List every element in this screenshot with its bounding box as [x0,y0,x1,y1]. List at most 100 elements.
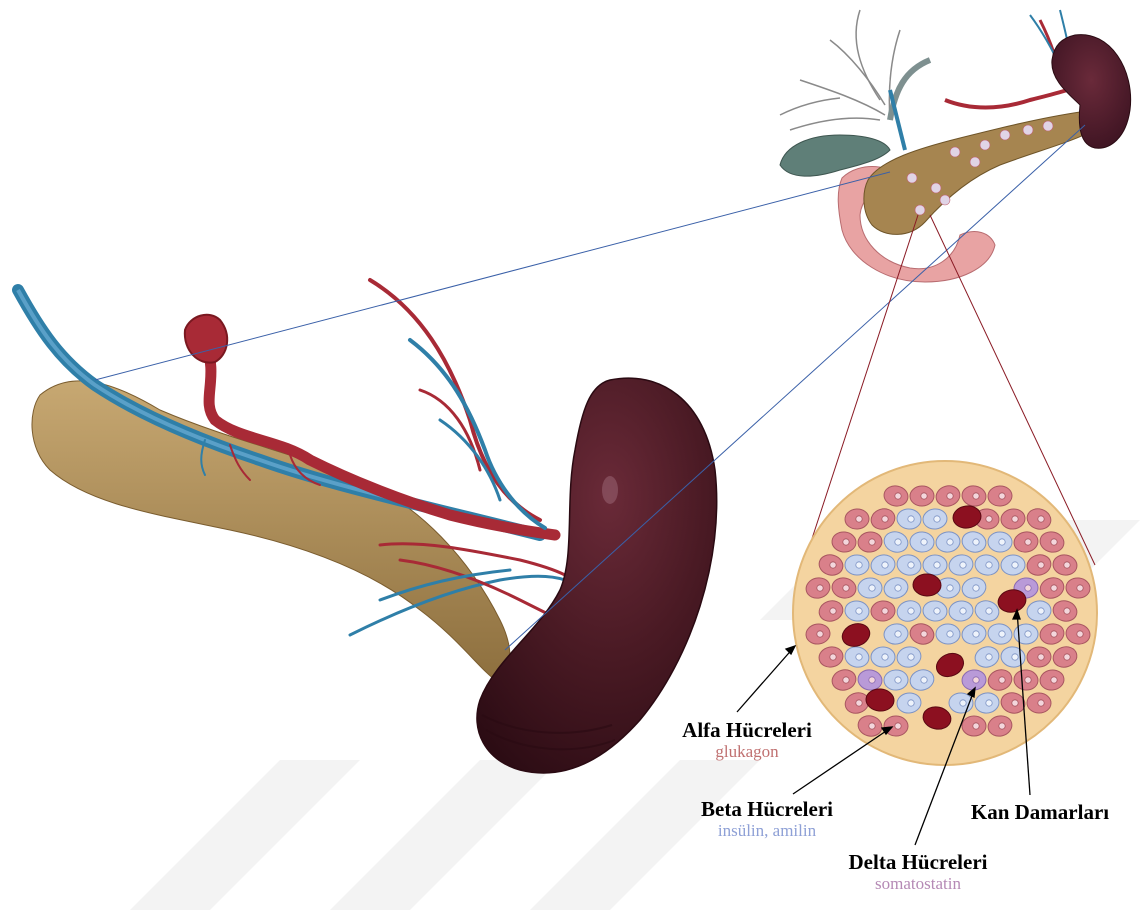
beta-cell-nucleus [882,562,888,568]
beta-cell-nucleus [973,631,979,637]
alpha-cell-nucleus [830,608,836,614]
beta-cell-nucleus [895,585,901,591]
beta-cell-nucleus [908,608,914,614]
alpha-cell-nucleus [999,723,1005,729]
blood-vessels-title: Kan Damarları [940,800,1140,824]
delta-cells-label: Delta Hücreleri somatostatin [823,850,1013,894]
beta-cell-nucleus [856,654,862,660]
pancreas-tail [32,381,510,682]
beta-cell-nucleus [999,631,1005,637]
delta-cell-nucleus [973,677,979,683]
spleen [477,378,717,773]
alpha-cell-nucleus [882,608,888,614]
alpha-cell-nucleus [895,493,901,499]
beta-cell-nucleus [1038,608,1044,614]
alpha-cells-label: Alfa Hücreleri glukagon [652,718,842,762]
beta-cell-nucleus [895,677,901,683]
delta-cells-title: Delta Hücreleri [823,850,1013,874]
alpha-cell-nucleus [1077,585,1083,591]
alpha-cell-nucleus [973,723,979,729]
alpha-cell-nucleus [1012,516,1018,522]
beta-cell-nucleus [934,562,940,568]
alpha-cell-nucleus [856,700,862,706]
beta-cell-nucleus [986,562,992,568]
beta-cell-nucleus [1012,654,1018,660]
beta-hormone: insülin, amilin [672,821,862,841]
beta-cell-nucleus [908,516,914,522]
beta-cell-nucleus [999,539,1005,545]
beta-cell-nucleus [986,700,992,706]
alpha-cell-nucleus [986,516,992,522]
beta-cell-nucleus [1025,631,1031,637]
alpha-cell-nucleus [1012,700,1018,706]
delta-hormone: somatostatin [823,874,1013,894]
beta-cell-nucleus [986,608,992,614]
alpha-cell-nucleus [856,516,862,522]
alpha-cell-nucleus [817,631,823,637]
beta-cell-nucleus [869,585,875,591]
beta-cell-nucleus [934,516,940,522]
alpha-cell-nucleus [973,493,979,499]
alpha-cell-nucleus [999,677,1005,683]
alpha-cell-nucleus [1064,562,1070,568]
alpha-cell-nucleus [869,539,875,545]
blood-vessels-label: Kan Damarları [940,800,1140,824]
beta-cell-nucleus [947,539,953,545]
beta-cell-nucleus [856,562,862,568]
beta-cell-nucleus [960,608,966,614]
alpha-hormone: glukagon [652,742,842,762]
alpha-cell-nucleus [1051,631,1057,637]
beta-cell-nucleus [882,654,888,660]
beta-cell-nucleus [856,608,862,614]
large-pancreas-view [18,280,717,773]
alpha-cell-nucleus [921,631,927,637]
alpha-cell-nucleus [1077,631,1083,637]
alpha-cell-nucleus [1064,654,1070,660]
alpha-cell-nucleus [895,723,901,729]
beta-cell-nucleus [921,539,927,545]
alpha-cell-nucleus [1038,654,1044,660]
alpha-cell-nucleus [1051,677,1057,683]
alpha-cell-nucleus [1064,608,1070,614]
beta-cell-nucleus [908,654,914,660]
alpha-cell-nucleus [843,585,849,591]
beta-cell-nucleus [895,539,901,545]
beta-cell-nucleus [947,631,953,637]
alpha-cell-nucleus [1025,539,1031,545]
alpha-cell-nucleus [1038,562,1044,568]
delta-cell-nucleus [869,677,875,683]
beta-cell-nucleus [960,700,966,706]
beta-cells-title: Beta Hücreleri [672,797,862,821]
alpha-cells-title: Alfa Hücreleri [652,718,842,742]
alpha-cell-nucleus [843,677,849,683]
alpha-cell-nucleus [1051,585,1057,591]
artery-stub [185,315,227,363]
beta-cell-nucleus [960,562,966,568]
alpha-cell-nucleus [817,585,823,591]
beta-cell-nucleus [908,700,914,706]
alpha-cell-nucleus [947,493,953,499]
beta-cell-nucleus [895,631,901,637]
beta-cell-nucleus [973,539,979,545]
alpha-cell-nucleus [882,516,888,522]
beta-cell-nucleus [934,608,940,614]
alpha-cell-nucleus [1038,700,1044,706]
beta-cell-nucleus [1012,562,1018,568]
alpha-cell-nucleus [921,493,927,499]
alpha-cell-nucleus [830,562,836,568]
alpha-cell-nucleus [843,539,849,545]
beta-cells-label: Beta Hücreleri insülin, amilin [672,797,862,841]
organ-overview [780,10,1131,282]
beta-cell-nucleus [947,585,953,591]
alpha-cell-nucleus [1038,516,1044,522]
alpha-cell-nucleus [999,493,1005,499]
delta-cell-nucleus [1025,585,1031,591]
beta-cell-nucleus [986,654,992,660]
alpha-cell-nucleus [869,723,875,729]
beta-cell-nucleus [973,585,979,591]
beta-cell-nucleus [921,677,927,683]
alpha-cell-nucleus [1025,677,1031,683]
blood-vessel [913,574,942,597]
beta-cell-nucleus [908,562,914,568]
